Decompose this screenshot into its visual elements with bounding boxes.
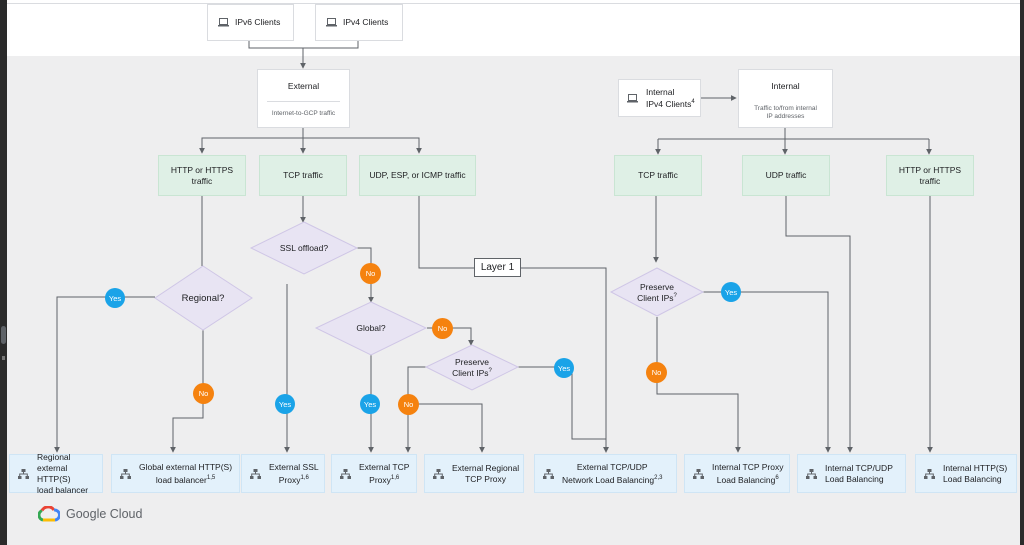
yes-badge-int-preserve: Yes (721, 282, 741, 302)
load-balancer-icon (18, 468, 29, 479)
internal-ipv4-clients-box: Internal IPv4 Clients4 (618, 79, 701, 117)
traffic-internal-tcp: TCP traffic (614, 155, 702, 196)
line-preserve-no-right (408, 403, 485, 453)
external-subtitle: Internet-to-GCP traffic (271, 110, 336, 117)
line-external-split (201, 128, 420, 153)
ipv6-clients-label: IPv6 Clients (235, 17, 281, 27)
right-frame (1020, 0, 1024, 545)
external-divider (267, 101, 340, 102)
product-internal-https-lb: Internal HTTP(S)Load Balancing (915, 454, 1017, 493)
laptop-icon (326, 18, 337, 27)
layer-1-label: Layer 1 (474, 258, 521, 277)
line-regional-no (170, 330, 204, 453)
load-balancer-icon (924, 468, 935, 479)
decision-regional-label: Regional? (181, 292, 225, 304)
internal-scope-box (738, 69, 833, 128)
line-int-udp (785, 196, 853, 453)
google-cloud-icon (38, 506, 60, 522)
traffic-internal-udp: UDP traffic (742, 155, 830, 196)
line-regional-yes (54, 296, 155, 453)
decision-ssl-offload-label: SSL offload? (279, 242, 329, 253)
decision-ssl-offload (249, 221, 359, 275)
decision-preserve-client-ips (424, 344, 520, 391)
top-band (7, 0, 1020, 56)
google-cloud-logo: Google Cloud (38, 506, 142, 522)
traffic-tcp: TCP traffic (259, 155, 347, 196)
load-balancer-icon (120, 468, 131, 479)
internal-title: Internal (771, 81, 800, 91)
external-scope-box (257, 69, 350, 128)
line-internal-split (658, 128, 929, 140)
yes-badge-ssl: Yes (275, 394, 295, 414)
yes-badge-regional: Yes (105, 288, 125, 308)
left-frame (0, 0, 7, 545)
yes-badge-global: Yes (360, 394, 380, 414)
no-badge-int-preserve: No (646, 362, 667, 383)
line-ssl-no (357, 247, 374, 303)
decision-int-preserve-client-ips (609, 267, 705, 317)
laptop-icon (627, 93, 638, 102)
internal-subtitle: Traffic to/from internal IP addresses (754, 105, 817, 120)
load-balancer-icon (433, 468, 444, 479)
laptop-icon (218, 18, 229, 27)
ipv4-clients-box: IPv4 Clients (315, 4, 403, 41)
ipv6-clients-box: IPv6 Clients (207, 4, 294, 41)
google-cloud-wordmark: Google Cloud (66, 507, 143, 521)
ipv4-clients-label: IPv4 Clients (343, 17, 389, 27)
line-int-preserve-no (656, 317, 741, 453)
decision-global-label: Global? (356, 322, 386, 333)
line-int-preserve-yes (703, 291, 831, 453)
decision-regional (154, 265, 253, 331)
no-badge-regional: No (193, 383, 214, 404)
traffic-udp-esp-icmp: UDP, ESP, or ICMP traffic (359, 155, 476, 196)
top-rule (7, 3, 1020, 4)
no-badge-global: No (432, 318, 453, 339)
no-badge-ssl: No (360, 263, 381, 284)
load-balancer-icon (340, 468, 351, 479)
no-badge-preserve: No (398, 394, 419, 415)
line-preserve-yes (518, 366, 609, 453)
line-ipv6-down (248, 40, 303, 49)
edge-tick (2, 356, 5, 360)
load-balancer-icon (693, 468, 704, 479)
load-balancer-icon (543, 468, 554, 479)
internal-clients-label: Internal IPv4 Clients4 (646, 87, 695, 109)
load-balancer-icon (250, 468, 261, 479)
decision-global (314, 301, 428, 356)
edge-handle[interactable] (1, 326, 6, 344)
load-balancer-icon (806, 468, 817, 479)
yes-badge-preserve: Yes (554, 358, 574, 378)
product-global-external-https-lb: Global external HTTP(S)load balancer1,5 (111, 454, 240, 493)
line-ipv4-down (300, 40, 359, 69)
line-preserve-no (405, 366, 426, 453)
external-title: External (287, 81, 320, 91)
